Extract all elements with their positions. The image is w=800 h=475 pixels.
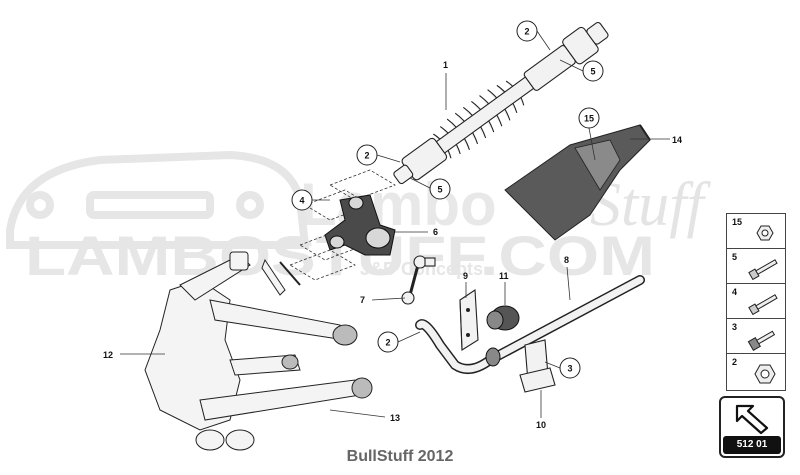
- legend-row: 2: [727, 354, 785, 389]
- hardware-legend: 15 5 4 3 2: [726, 213, 786, 391]
- callout-10: 10: [536, 420, 546, 430]
- callout-10-label: 10: [536, 420, 546, 430]
- legend-number: 3: [732, 322, 738, 332]
- legend-number: 5: [732, 252, 738, 262]
- arrow-icon: [735, 404, 769, 435]
- callout-11-label: 11: [499, 271, 509, 281]
- callout-13-label: 13: [390, 413, 400, 423]
- callout-2a: 2: [516, 20, 538, 42]
- suspension-assembly: [144, 251, 373, 451]
- shock-absorber: [393, 21, 609, 185]
- callout-9: 9: [463, 271, 468, 281]
- callout-5a: 5: [582, 60, 604, 82]
- callout-5b: 5: [429, 178, 451, 200]
- callout-15-label: 15: [584, 114, 594, 124]
- bracket: [459, 289, 479, 351]
- callout-1-label: 1: [443, 60, 448, 70]
- footer-credit: BullStuff 2012: [346, 448, 454, 465]
- callout-3-label: 3: [567, 364, 572, 374]
- clamp: [519, 339, 556, 393]
- callout-2c: 2: [377, 331, 399, 353]
- callout-8: 8: [564, 255, 569, 265]
- callout-4: 4: [291, 189, 313, 211]
- leader-lines: [120, 30, 670, 418]
- callout-6-label: 6: [433, 227, 438, 237]
- bolt-icon: [748, 294, 778, 316]
- callout-7-label: 7: [360, 295, 365, 305]
- legend-row: 15: [727, 214, 785, 249]
- stabilizer-bar: [415, 275, 645, 374]
- rocker-mount: [289, 169, 396, 281]
- callout-15: 15: [578, 107, 600, 129]
- legend-number: 15: [732, 217, 743, 227]
- sheet-badge: 512 01: [719, 396, 785, 458]
- callout-14-label: 14: [672, 135, 682, 145]
- drop-link: [401, 255, 436, 305]
- legend-number: 2: [732, 357, 738, 367]
- callout-1: 1: [443, 60, 448, 70]
- callout-14: 14: [672, 135, 682, 145]
- callout-7: 7: [360, 295, 365, 305]
- callout-12: 12: [103, 350, 113, 360]
- callout-2a-label: 2: [524, 27, 529, 37]
- bushing: [486, 305, 520, 331]
- callout-3: 3: [559, 357, 581, 379]
- callout-2c-label: 2: [385, 338, 390, 348]
- bolt-icon: [747, 330, 776, 351]
- callout-5b-label: 5: [437, 185, 442, 195]
- callout-2b-label: 2: [364, 151, 369, 161]
- callout-4-label: 4: [299, 196, 304, 206]
- callout-6: 6: [433, 227, 438, 237]
- legend-row: 3: [727, 319, 785, 354]
- sheet-number: 512 01: [723, 436, 781, 454]
- callout-12-label: 12: [103, 350, 113, 360]
- callout-5a-label: 5: [590, 67, 595, 77]
- dust-boot: [504, 124, 651, 241]
- watermark-sub-text: J&D Concepts: [360, 259, 483, 279]
- callout-13: 13: [390, 413, 400, 423]
- watermark-ghost-text: Lambo: [300, 171, 497, 238]
- nut-icon: [756, 225, 774, 241]
- callout-9-label: 9: [463, 271, 468, 281]
- legend-number: 4: [732, 287, 738, 297]
- legend-row: 5: [727, 249, 785, 284]
- callout-8-label: 8: [564, 255, 569, 265]
- legend-row: 4: [727, 284, 785, 319]
- callout-11: 11: [499, 271, 509, 281]
- nut-icon: [754, 364, 776, 384]
- callout-2b: 2: [356, 144, 378, 166]
- bolt-icon: [748, 259, 778, 281]
